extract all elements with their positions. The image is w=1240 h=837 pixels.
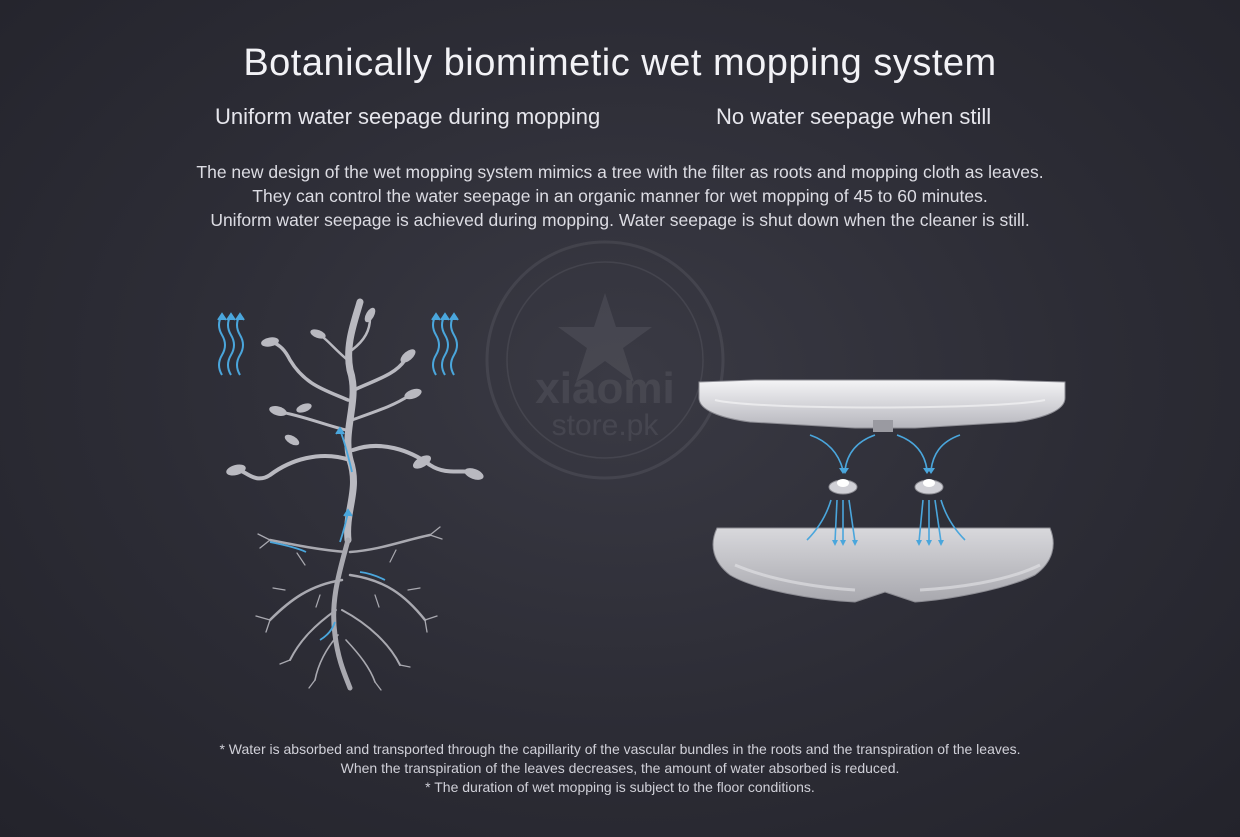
subtitle-still: No water seepage when still (716, 104, 992, 129)
flow-arrows-mop (806, 434, 966, 543)
leaves (226, 307, 484, 480)
mopping-cloth (712, 527, 1054, 603)
tree-illustration (217, 298, 484, 691)
flow-arrows-tree (269, 426, 386, 641)
description-line-2: They can control the water seepage in an… (252, 186, 988, 206)
mop-system-illustration (698, 379, 1066, 603)
footnote-line-2: When the transpiration of the leaves dec… (340, 760, 900, 776)
watermark-line-1: xiaomi (535, 364, 674, 413)
watermark: xiaomi store.pk (485, 240, 725, 480)
evaporation-arrows-right (431, 312, 459, 376)
description-line-1: The new design of the wet mopping system… (196, 162, 1044, 182)
description-line-3: Uniform water seepage is achieved during… (210, 210, 1030, 230)
filter-nozzles (828, 479, 944, 495)
subtitle-mopping: Uniform water seepage during mopping (215, 104, 601, 129)
page-title: Botanically biomimetic wet mopping syste… (243, 42, 997, 84)
watermark-line-2: store.pk (552, 409, 660, 442)
footnote-line-1: * Water is absorbed and transported thro… (219, 741, 1021, 757)
footnote-line-3: * The duration of wet mopping is subject… (425, 779, 815, 795)
water-tank (698, 379, 1066, 432)
evaporation-arrows-left (217, 312, 245, 376)
